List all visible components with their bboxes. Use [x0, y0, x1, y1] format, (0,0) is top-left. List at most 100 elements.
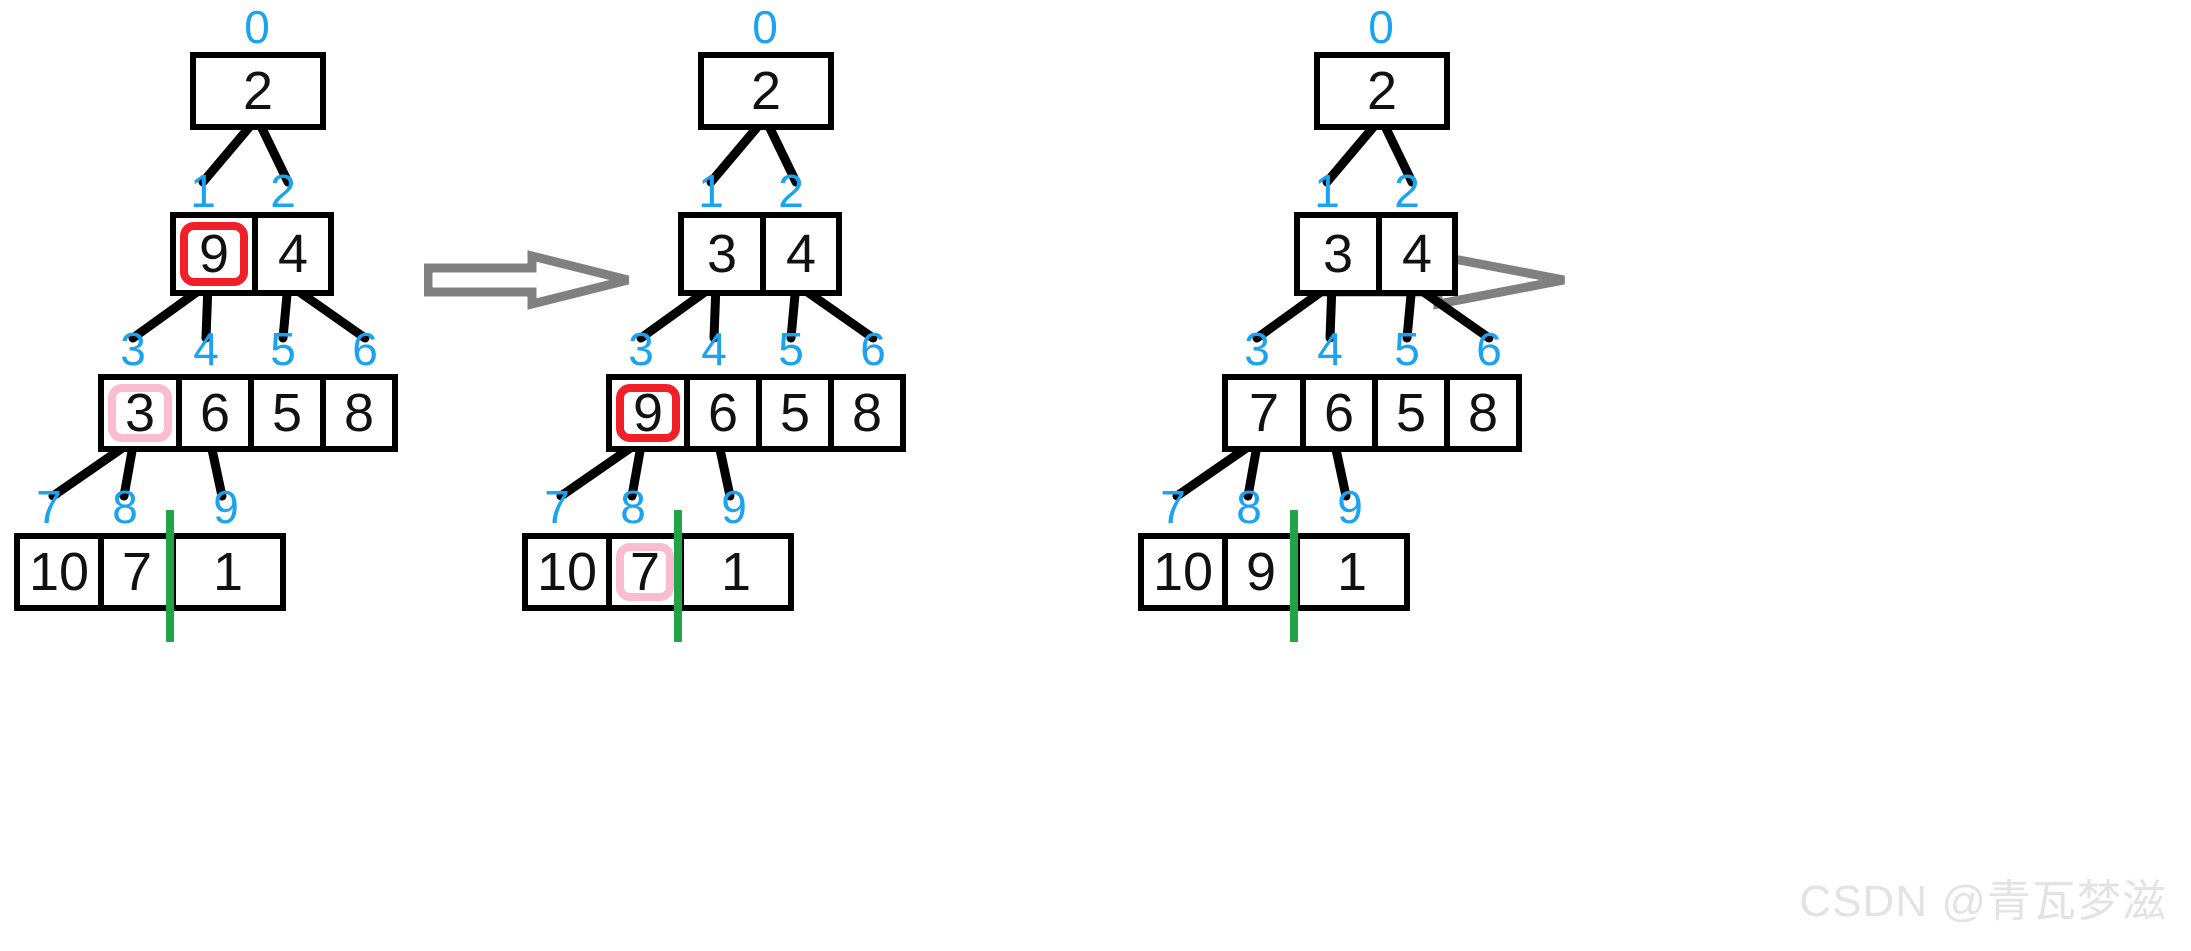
heap-cell-value: 10 [28, 542, 90, 602]
heap-cell-value: 7 [121, 542, 153, 602]
heap-cell[interactable]: 2 [196, 58, 320, 124]
heap-cell-value: 1 [720, 542, 752, 602]
index-label: 5 [778, 323, 804, 375]
index-label: 2 [1394, 165, 1420, 217]
heap-boundary-divider [166, 510, 174, 642]
heap-cell-value: 3 [124, 383, 156, 443]
heap-level-row: 2 [698, 52, 834, 130]
heap-cell[interactable]: 4 [760, 218, 836, 290]
index-label: 6 [1476, 323, 1502, 375]
heap-cell[interactable]: 6 [684, 380, 756, 446]
heap-cell[interactable]: 1 [170, 539, 280, 605]
heap-cell[interactable]: 9 [612, 380, 684, 446]
heap-cell-value: 8 [851, 383, 883, 443]
heap-cell[interactable]: 2 [704, 58, 828, 124]
heap-level-row: 3 4 [678, 212, 842, 296]
index-label: 4 [701, 323, 727, 375]
heap-cell-value: 1 [212, 542, 244, 602]
heap-cell[interactable]: 6 [176, 380, 248, 446]
index-label: 1 [1314, 165, 1340, 217]
heap-cell-value: 6 [1323, 383, 1355, 443]
edge-lines-step-3 [1172, 113, 1494, 501]
heap-cell-value: 10 [1152, 542, 1214, 602]
index-label: 6 [352, 323, 378, 375]
heap-cell[interactable]: 8 [320, 380, 392, 446]
index-label: 8 [620, 481, 646, 533]
index-label: 6 [860, 323, 886, 375]
heap-cell[interactable]: 1 [678, 539, 788, 605]
index-label: 7 [1160, 481, 1186, 533]
heap-cell[interactable]: 10 [20, 539, 98, 605]
index-label: 3 [120, 323, 146, 375]
heap-cell-value: 9 [1245, 542, 1277, 602]
index-label: 3 [628, 323, 654, 375]
heap-cell-value: 2 [1366, 61, 1398, 121]
index-label: 2 [778, 165, 804, 217]
heap-cell-value: 2 [242, 61, 274, 121]
heap-cell-value: 4 [1401, 224, 1433, 284]
index-label: 7 [544, 481, 570, 533]
heap-level-row: 2 [1314, 52, 1450, 130]
edge-lines-step-2 [556, 113, 878, 501]
index-label: 5 [1394, 323, 1420, 375]
heap-cell-value: 1 [1336, 542, 1368, 602]
heap-level-row: 7 6 5 8 [1222, 374, 1522, 452]
index-label: 9 [721, 481, 747, 533]
heap-cell[interactable]: 9 [176, 218, 252, 290]
index-label: 5 [270, 323, 296, 375]
heap-cell[interactable]: 6 [1300, 380, 1372, 446]
panel-step-3: 0 1 2 3 4 5 6 7 8 9 2 3 4 7 6 [1124, 0, 1764, 951]
heap-cell[interactable]: 9 [1222, 539, 1294, 605]
heap-level-row: 2 [190, 52, 326, 130]
heap-cell[interactable]: 10 [1144, 539, 1222, 605]
heap-cell-value: 2 [750, 61, 782, 121]
watermark-text: CSDN @青瓦梦滋 [1799, 877, 2167, 926]
heap-level-row: 10 9 1 [1138, 533, 1410, 611]
index-label: 4 [1317, 323, 1343, 375]
index-label: 1 [190, 165, 216, 217]
heap-level-row: 10 7 1 [14, 533, 286, 611]
heap-cell[interactable]: 2 [1320, 58, 1444, 124]
heap-cell[interactable]: 8 [1444, 380, 1516, 446]
index-label: 3 [1244, 323, 1270, 375]
heap-cell[interactable]: 10 [528, 539, 606, 605]
heap-cell[interactable]: 3 [104, 380, 176, 446]
heap-cell[interactable]: 8 [828, 380, 900, 446]
index-label: 2 [270, 165, 296, 217]
heap-cell-value: 9 [632, 383, 664, 443]
heap-cell-value: 3 [706, 224, 738, 284]
index-label: 0 [244, 1, 270, 53]
heap-cell[interactable]: 7 [1228, 380, 1300, 446]
heap-cell[interactable]: 4 [1376, 218, 1452, 290]
heap-cell-value: 4 [785, 224, 817, 284]
index-label: 8 [112, 481, 138, 533]
heap-cell-value: 4 [277, 224, 309, 284]
heap-boundary-divider [674, 510, 682, 642]
heap-cell[interactable]: 7 [98, 539, 170, 605]
heap-cell-value: 8 [1467, 383, 1499, 443]
index-label: 4 [193, 323, 219, 375]
heap-level-row: 3 4 [1294, 212, 1458, 296]
heap-cell-value: 6 [199, 383, 231, 443]
panel-step-2: 0 1 2 3 4 5 6 7 8 9 2 3 4 9 [508, 0, 1148, 951]
heap-cell-value: 6 [707, 383, 739, 443]
heap-cell-value: 5 [1395, 383, 1427, 443]
heap-cell[interactable]: 5 [1372, 380, 1444, 446]
heap-level-row: 10 7 1 [522, 533, 794, 611]
heap-level-row: 9 6 5 8 [606, 374, 906, 452]
heap-cell[interactable]: 1 [1294, 539, 1404, 605]
index-label: 9 [213, 481, 239, 533]
heap-cell[interactable]: 5 [756, 380, 828, 446]
index-label: 0 [752, 1, 778, 53]
heap-cell-value: 7 [1248, 383, 1280, 443]
heap-cell[interactable]: 5 [248, 380, 320, 446]
index-label: 7 [36, 481, 62, 533]
heap-cell[interactable]: 3 [684, 218, 760, 290]
heap-cell-value: 9 [198, 224, 230, 284]
heap-cell[interactable]: 4 [252, 218, 328, 290]
heap-cell-value: 3 [1322, 224, 1354, 284]
heap-cell[interactable]: 7 [606, 539, 678, 605]
heap-cell-value: 8 [343, 383, 375, 443]
heap-cell[interactable]: 3 [1300, 218, 1376, 290]
